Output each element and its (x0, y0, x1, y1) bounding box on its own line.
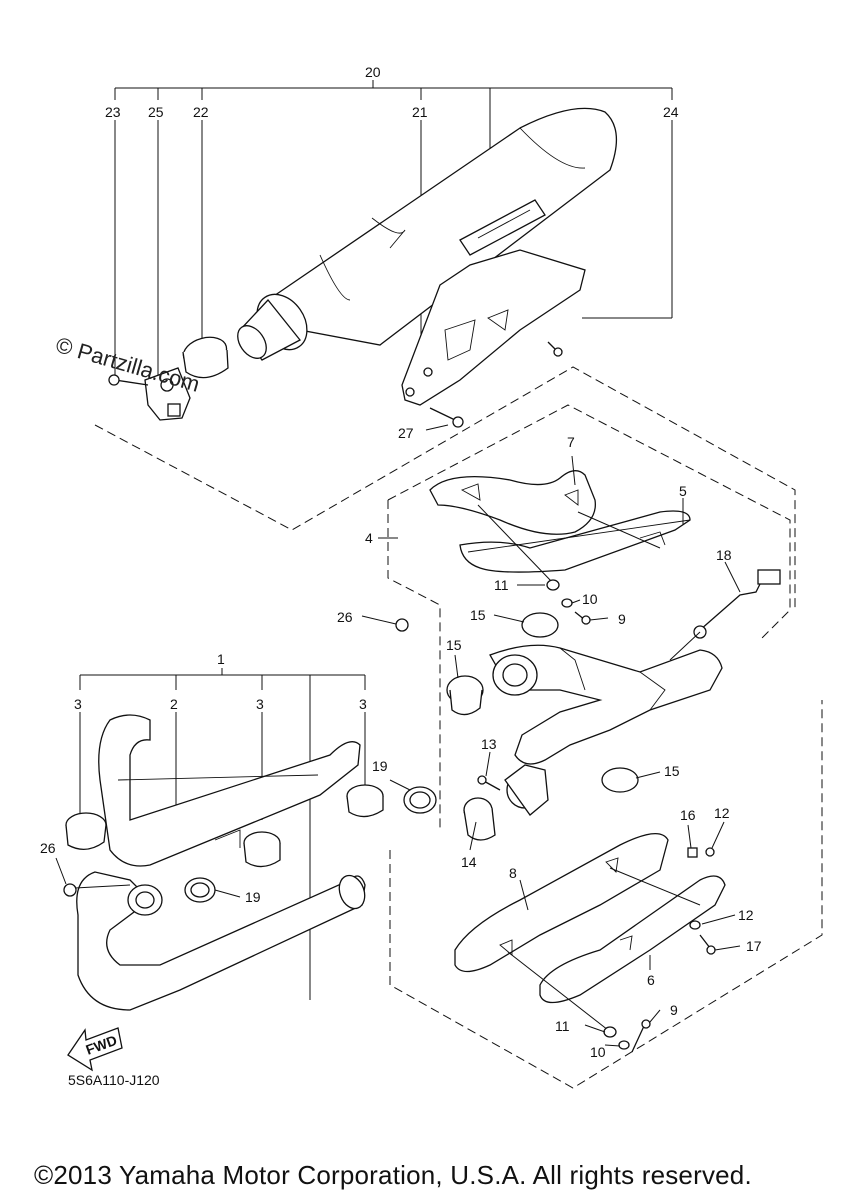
callout-leaders (55, 455, 741, 1047)
callout-8: 8 (509, 865, 517, 881)
callout-numbers: 20 23 25 22 21 24 27 7 5 4 18 11 10 9 26… (40, 64, 762, 1060)
callout-6: 6 (647, 972, 655, 988)
callout-26-lower: 26 (40, 840, 56, 856)
callout-13: 13 (481, 736, 497, 752)
callout-3-middle: 3 (256, 696, 264, 712)
callout-20: 20 (365, 64, 381, 80)
callout-27: 27 (398, 425, 414, 441)
callout-11-upper: 11 (494, 577, 509, 593)
forward-direction-arrow: FWD (67, 1027, 123, 1072)
callout-10-upper: 10 (582, 591, 598, 607)
callout-4: 4 (365, 530, 373, 546)
callout-3-left: 3 (74, 696, 82, 712)
callout-15-left: 15 (446, 637, 462, 653)
callout-19-right: 19 (372, 758, 388, 774)
callout-25: 25 (148, 104, 164, 120)
heat-protector-lower (454, 833, 726, 1053)
callout-group-20 (114, 80, 673, 380)
callout-14: 14 (461, 854, 477, 870)
callout-3-right: 3 (359, 696, 367, 712)
callout-12-upper: 12 (714, 805, 730, 821)
muffler-assembly (108, 107, 618, 431)
callout-9-upper: 9 (618, 611, 626, 627)
callout-2: 2 (170, 696, 178, 712)
callout-16: 16 (680, 807, 696, 823)
callout-17: 17 (746, 938, 762, 954)
fasteners-upper (395, 579, 591, 632)
diagram-code: 5S6A110-J120 (68, 1072, 160, 1088)
callout-1: 1 (217, 651, 225, 667)
callout-21: 21 (412, 104, 428, 120)
callout-5: 5 (679, 483, 687, 499)
callout-9-lower: 9 (670, 1002, 678, 1018)
callout-15-right: 15 (664, 763, 680, 779)
exhaust-pipe-group-1 (63, 668, 384, 1011)
callout-15-upper: 15 (470, 607, 486, 623)
callout-11-lower: 11 (555, 1018, 570, 1034)
callout-18: 18 (716, 547, 732, 563)
callout-26-upper: 26 (337, 609, 353, 625)
copyright-notice: ©2013 Yamaha Motor Corporation, U.S.A. A… (34, 1160, 752, 1190)
callout-7: 7 (567, 434, 575, 450)
callout-12-lower: 12 (738, 907, 754, 923)
callout-19-left: 19 (245, 889, 261, 905)
callout-23: 23 (105, 104, 121, 120)
callout-10-lower: 10 (590, 1044, 606, 1060)
callout-22: 22 (193, 104, 209, 120)
assembly-boundaries (94, 366, 823, 1089)
y-pipe (403, 569, 781, 841)
callout-24: 24 (663, 104, 679, 120)
heat-protector-upper (429, 470, 691, 583)
